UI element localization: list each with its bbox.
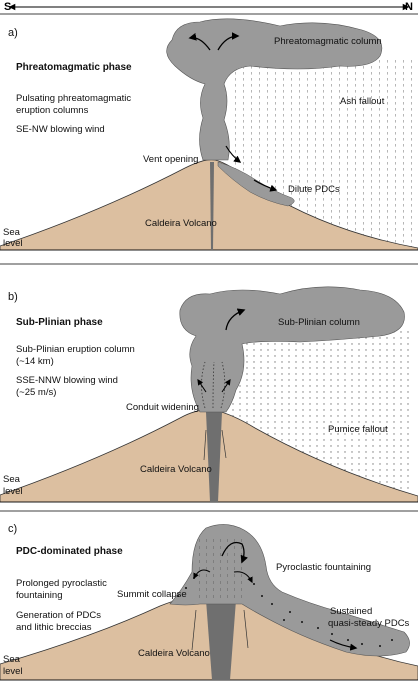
panel-c: c) PDC-dominated phase Prolonged pyrocla… xyxy=(0,510,418,681)
plume-arrow-left xyxy=(188,32,211,51)
label-sea-a: Sea xyxy=(3,227,21,238)
axis-label-south: S xyxy=(4,1,11,13)
conduit-widening-arrow-left xyxy=(197,379,207,393)
label-summit-collapse: Summit collapse xyxy=(117,589,187,600)
label-sea-b: Sea xyxy=(3,474,21,485)
label-phreatomagmatic-column: Phreatomagmatic column xyxy=(274,36,382,47)
label-conduit-widening: Conduit widening xyxy=(126,402,199,413)
phreatomagmatic-column xyxy=(166,18,383,161)
pdc-arrow-1 xyxy=(225,145,242,163)
panel-b-note-3: SSE-NNW blowing wind xyxy=(16,375,118,386)
panel-b-note-1: Sub-Plinian eruption column xyxy=(16,344,135,355)
panel-a: a) Phreatomagmatic phase Pulsating phrea… xyxy=(0,13,418,251)
panel-a-phase-title: Phreatomagmatic phase xyxy=(16,62,132,73)
panel-c-note-3: Generation of PDCs xyxy=(16,610,101,621)
conduit-crack-c1 xyxy=(191,609,197,651)
conduit-widening-arrow-right xyxy=(221,379,231,393)
panel-c-note-1: Prolonged pyroclastic xyxy=(16,578,107,589)
panel-c-note-4: and lithic breccias xyxy=(16,622,92,633)
axis-label-north: N xyxy=(405,1,413,13)
label-caldeira-volcano-b: Caldeira Volcano xyxy=(140,464,212,475)
label-caldeira-volcano-c: Caldeira Volcano xyxy=(138,648,210,659)
panel-b-letter: b) xyxy=(8,291,18,303)
pdc-arrow-c xyxy=(329,639,358,651)
label-sustained: Sustained xyxy=(330,606,372,617)
panel-b-note-4: (~25 m/s) xyxy=(16,387,56,398)
label-pyroclastic-fountaining: Pyroclastic fountaining xyxy=(276,562,371,573)
label-pumice-fallout: Pumice fallout xyxy=(328,424,388,435)
label-level-c: level xyxy=(3,666,23,677)
conduit-c xyxy=(206,600,236,680)
column-flow-lines xyxy=(201,361,226,409)
panel-a-note-1: Pulsating phreatomagmatic xyxy=(16,93,131,104)
fountain-arrow-right xyxy=(233,571,253,584)
label-dilute-pdcs: Dilute PDCs xyxy=(288,184,340,195)
fountain-ash-streaks xyxy=(198,535,248,600)
sub-plinian-arrow xyxy=(225,308,246,331)
conduit-crack-b1 xyxy=(203,429,207,461)
plume-arrow-right xyxy=(217,32,240,51)
label-vent-opening: Vent opening xyxy=(143,154,198,165)
label-quasi-steady-pdcs: quasi-steady PDCs xyxy=(328,618,410,629)
panel-a-note-2: eruption columns xyxy=(16,105,89,116)
label-ash-fallout: Ash fallout xyxy=(340,96,385,107)
label-level-a: level xyxy=(3,238,23,249)
sub-plinian-column xyxy=(179,286,405,413)
label-caldeira-volcano-a: Caldeira Volcano xyxy=(145,218,217,229)
panel-a-note-3: SE-NW blowing wind xyxy=(16,124,105,135)
fountain-arrow-left xyxy=(193,569,211,580)
conduit-a xyxy=(210,162,214,250)
panel-a-letter: a) xyxy=(8,27,18,39)
panel-b-note-2: (~14 km) xyxy=(16,356,54,367)
dilute-pdc-flow xyxy=(217,161,295,207)
panel-c-letter: c) xyxy=(8,523,17,535)
label-sea-c: Sea xyxy=(3,654,21,665)
panel-b-phase-title: Sub-Plinian phase xyxy=(16,317,103,328)
pdc-arrow-2 xyxy=(253,179,278,192)
panel-c-phase-title: PDC-dominated phase xyxy=(16,546,123,557)
panel-c-note-2: fountaining xyxy=(16,590,62,601)
fountain-arrow-up xyxy=(221,541,248,564)
label-sub-plinian-column: Sub-Plinian column xyxy=(278,317,360,328)
conduit-b xyxy=(206,412,222,502)
conduit-crack-c2 xyxy=(243,609,249,649)
direction-axis: S N xyxy=(4,1,413,13)
label-level-b: level xyxy=(3,486,23,497)
panel-b: b) Sub-Plinian phase Sub-Plinian eruptio… xyxy=(0,263,418,503)
conduit-crack-b2 xyxy=(221,429,227,459)
